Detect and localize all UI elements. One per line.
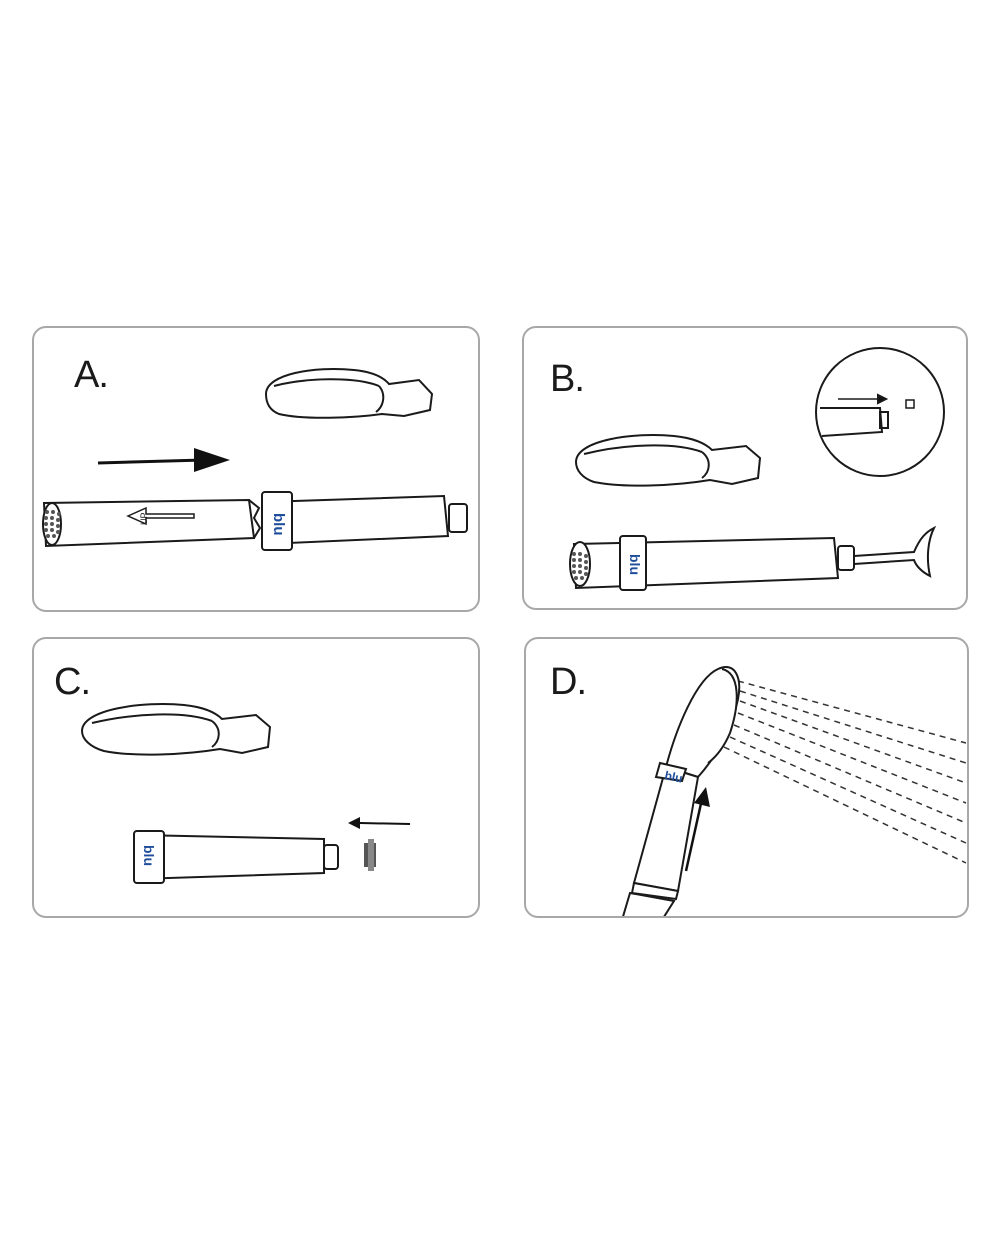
step-a-illustration: UP blu: [42, 368, 468, 551]
step-a-label: A.: [74, 354, 109, 396]
filter-holes-icon: [572, 552, 588, 580]
step-a-panel: A. UP bl: [32, 326, 480, 612]
step-c-illustration: blu: [80, 703, 411, 884]
hand-shower-icon: [622, 666, 741, 916]
plug-part-icon: [364, 839, 376, 871]
up-arrow-icon: [684, 787, 710, 872]
left-arrow-icon: [348, 817, 411, 829]
filter-cartridge-icon: [42, 491, 468, 551]
step-b-label: B.: [550, 358, 585, 400]
step-c-panel: C. blu: [32, 637, 480, 918]
water-spray-icon: [723, 680, 967, 864]
brand-logo: blu: [663, 768, 684, 785]
step-d-illustration: blu: [622, 666, 967, 916]
brand-logo: blu: [627, 554, 643, 575]
brand-logo: blu: [141, 845, 157, 866]
right-arrow-icon: [97, 448, 230, 472]
filter-cartridge-icon: [133, 830, 339, 884]
zoom-detail-icon: [815, 347, 945, 477]
filter-holes-icon: [44, 510, 61, 538]
step-d-panel: D. blu: [524, 637, 969, 918]
shower-head-icon: [80, 703, 272, 756]
brand-logo: blu: [270, 513, 287, 536]
step-d-label: D.: [550, 661, 587, 703]
filter-cartridge-icon: [569, 525, 937, 591]
shower-head-icon: [574, 434, 762, 487]
step-c-label: C.: [54, 661, 91, 703]
shower-head-icon: [264, 368, 434, 419]
up-arrow-text: UP: [139, 512, 149, 525]
step-b-panel: B. blu: [522, 326, 968, 610]
step-b-illustration: blu: [569, 347, 945, 591]
